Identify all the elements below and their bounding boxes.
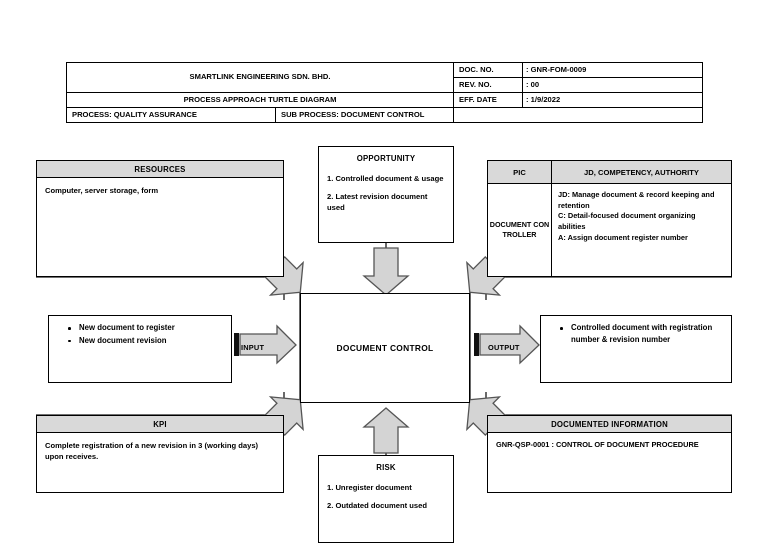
input-item-2: New document revision (68, 335, 223, 347)
output-box: Controlled document with registration nu… (540, 315, 732, 383)
header-empty-cell (453, 107, 704, 123)
arrow-corner-bottom-left (263, 396, 304, 437)
output-item-1: Controlled document with registration nu… (560, 322, 723, 345)
documented-information-box: DOCUMENTED INFORMATION GNR-QSP-0001 : CO… (487, 415, 732, 493)
resources-box: RESOURCES Computer, server storage, form (36, 160, 284, 277)
pic-jd-cell: JD: Manage document & record keeping and… (551, 183, 732, 277)
header-row-process: PROCESS: QUALITY ASSURANCE SUB PROCESS: … (66, 107, 704, 123)
pic-col2-header: JD, COMPETENCY, AUTHORITY (551, 160, 732, 184)
kpi-title: KPI (37, 416, 283, 433)
center-process-box: DOCUMENT CONTROL (300, 293, 470, 403)
kpi-box: KPI Complete registration of a new revis… (36, 415, 284, 493)
risk-item-1: 1. Unregister document (327, 483, 412, 493)
pic-body-row: DOCUMENT CONTROLLER JD: Manage document … (487, 183, 732, 277)
pic-jd-line-2: C: Detail-focused document organizing ab… (558, 211, 696, 232)
arrow-corner-bottom-right (466, 396, 507, 437)
risk-item-2: 2. Outdated document used (327, 501, 427, 511)
risk-box: RISK 1. Unregister document 2. Outdated … (318, 455, 454, 543)
arrow-down-opportunity (362, 247, 410, 296)
documented-information-title: DOCUMENTED INFORMATION (488, 416, 731, 433)
risk-title: RISK (376, 463, 396, 472)
sub-process-name: SUB PROCESS: DOCUMENT CONTROL (274, 107, 455, 123)
pic-jd-line-1: JD: Manage document & record keeping and… (558, 190, 715, 210)
input-list: New document to register New document re… (57, 322, 223, 346)
arrow-input (234, 324, 297, 365)
input-box: New document to register New document re… (48, 315, 232, 383)
pic-col1-header: PIC (487, 160, 552, 184)
pic-header-row: PIC JD, COMPETENCY, AUTHORITY (487, 160, 732, 184)
pic-table: PIC JD, COMPETENCY, AUTHORITY DOCUMENT C… (487, 160, 732, 277)
kpi-body: Complete registration of a new revision … (45, 441, 259, 461)
center-process-title: DOCUMENT CONTROL (336, 343, 434, 353)
opportunity-title: OPPORTUNITY (356, 154, 416, 163)
arrow-output (474, 324, 540, 365)
document-header-table: SMARTLINK ENGINEERING SDN. BHD. DOC. NO.… (65, 62, 704, 123)
opportunity-item-1: 1. Controlled document & usage (327, 174, 444, 184)
pic-jd-line-3: A: Assign document register number (558, 232, 688, 242)
header-row-rev: REV. NO. : 00 (67, 77, 704, 93)
output-list: Controlled document with registration nu… (549, 322, 723, 345)
arrow-corner-top-left (263, 255, 304, 296)
opportunity-box: OPPORTUNITY 1. Controlled document & usa… (318, 146, 454, 243)
resources-body: Computer, server storage, form (45, 186, 159, 195)
arrow-up-risk (362, 407, 410, 454)
input-item-1: New document to register (68, 322, 223, 334)
opportunity-item-2: 2. Latest revision document used (327, 192, 428, 213)
header-row-company: SMARTLINK ENGINEERING SDN. BHD. DOC. NO.… (65, 62, 704, 93)
documented-information-body: GNR-QSP-0001 : CONTROL OF DOCUMENT PROCE… (496, 440, 699, 449)
pic-name: DOCUMENT CONTROLLER (487, 183, 552, 277)
header-row-title: PROCESS APPROACH TURTLE DIAGRAM EFF. DAT… (65, 92, 704, 108)
resources-title: RESOURCES (37, 161, 283, 178)
arrow-corner-top-right (466, 255, 507, 296)
